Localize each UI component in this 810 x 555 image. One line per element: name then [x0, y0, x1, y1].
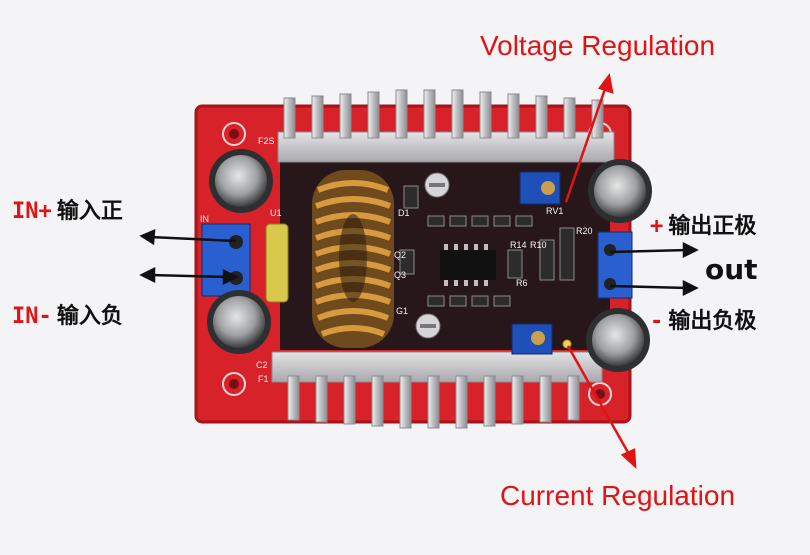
out-plus-sign: + [650, 214, 664, 239]
screw-bottom [415, 313, 441, 339]
silk-q3: Q3 [394, 270, 406, 280]
out-minus-sign: - [650, 309, 664, 334]
silkscreen-labels: F2S U1 IN D1 Q2 Q3 RV1 R14 R10 R20 R6 G1… [200, 136, 593, 384]
silk-r10: R10 [530, 240, 547, 250]
out-minus-cn: 输出负极 [668, 309, 757, 334]
in-minus-label: IN- 输入负 [12, 306, 123, 328]
silk-q2: Q2 [394, 250, 406, 260]
silk-r14: R14 [510, 240, 527, 250]
out-plus-label: + 输出正极 [650, 216, 756, 238]
output-capacitor-bottom [586, 308, 650, 372]
input-capacitor-top [209, 149, 273, 213]
current-regulation-label: Current Regulation [500, 480, 736, 511]
silk-r6: R6 [516, 278, 528, 288]
silk-d1: D1 [398, 208, 410, 218]
smd-components [399, 185, 575, 307]
output-terminal-block [597, 231, 633, 299]
silk-rv1: RV1 [546, 206, 563, 216]
in-minus-cn: 输入负 [56, 304, 123, 329]
silk-in: IN [200, 214, 209, 224]
voltage-potentiometer [519, 171, 561, 205]
screw-top [424, 172, 450, 198]
out-plus-cn: 输出正极 [668, 214, 757, 239]
silk-g1: G1 [396, 306, 408, 316]
in-minus-code: IN- [12, 304, 52, 329]
in-plus-label: IN+ 输入正 [12, 201, 123, 223]
input-inductor [265, 223, 289, 303]
in-plus-code: IN+ [12, 199, 52, 224]
top-heatsink [277, 89, 615, 163]
silk-u1: U1 [270, 208, 282, 218]
bottom-heatsink [271, 351, 603, 429]
output-arrows [609, 241, 699, 297]
silk-r20: R20 [576, 226, 593, 236]
voltage-regulation-arrow [564, 72, 614, 203]
input-arrows [139, 229, 239, 286]
output-capacitor-top [588, 159, 652, 223]
control-ic [440, 244, 496, 286]
input-terminal-block [201, 223, 251, 297]
silk-f1: F1 [258, 374, 269, 384]
silk-c2: C2 [256, 360, 268, 370]
current-potentiometer [511, 323, 553, 355]
toroidal-inductor [312, 170, 394, 348]
in-plus-cn: 输入正 [56, 199, 123, 224]
input-capacitor-bottom [207, 290, 271, 354]
voltage-regulation-label: Voltage Regulation [480, 30, 716, 61]
out-minus-label: - 输出负极 [650, 311, 756, 333]
silk-f2: F2S [258, 136, 275, 146]
out-label: out [705, 253, 758, 286]
current-regulation-arrow [562, 339, 637, 470]
